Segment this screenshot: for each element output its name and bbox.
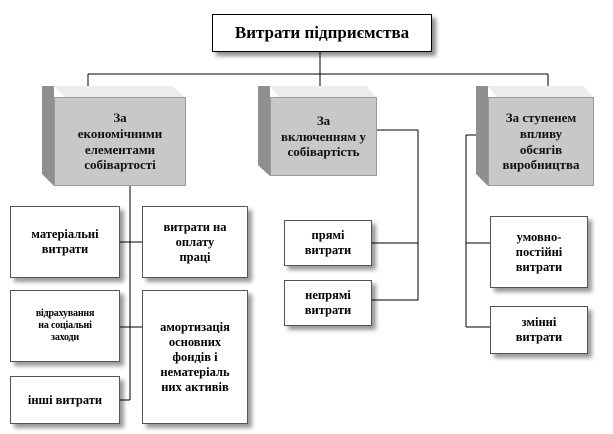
leaf-material-costs: матеріальні витрати	[10, 206, 120, 278]
category-volume-influence: За ступенем впливу обсягів виробництва	[488, 97, 594, 186]
leaf-direct-costs: прямі витрати	[284, 220, 372, 266]
category-cost-inclusion: За включенням у собівартість	[270, 97, 377, 176]
category-economic-side-face	[42, 86, 54, 186]
leaf-semi-fixed-costs: умовно- постійні витрати	[490, 216, 588, 288]
category-economic-top-face	[54, 86, 186, 98]
category-inclusion-top-face	[270, 86, 377, 98]
leaf-amortization: амортизація основних фондів і нематеріал…	[142, 290, 248, 424]
category-economic-elements: За економічними елементами собівартості	[54, 97, 186, 186]
leaf-indirect-costs: непрямі витрати	[284, 280, 372, 326]
leaf-variable-costs: змінні витрати	[490, 306, 588, 354]
leaf-other-costs: інші витрати	[10, 376, 120, 424]
leaf-social-contributions: відрахування на соціальні заходи	[10, 290, 120, 362]
leaf-labor-costs: витрати на оплату праці	[142, 206, 248, 278]
category-volume-side-face	[476, 86, 488, 186]
category-inclusion-side-face	[258, 86, 270, 176]
root-node: Витрати підприємства	[212, 14, 432, 52]
category-volume-top-face	[488, 86, 594, 98]
